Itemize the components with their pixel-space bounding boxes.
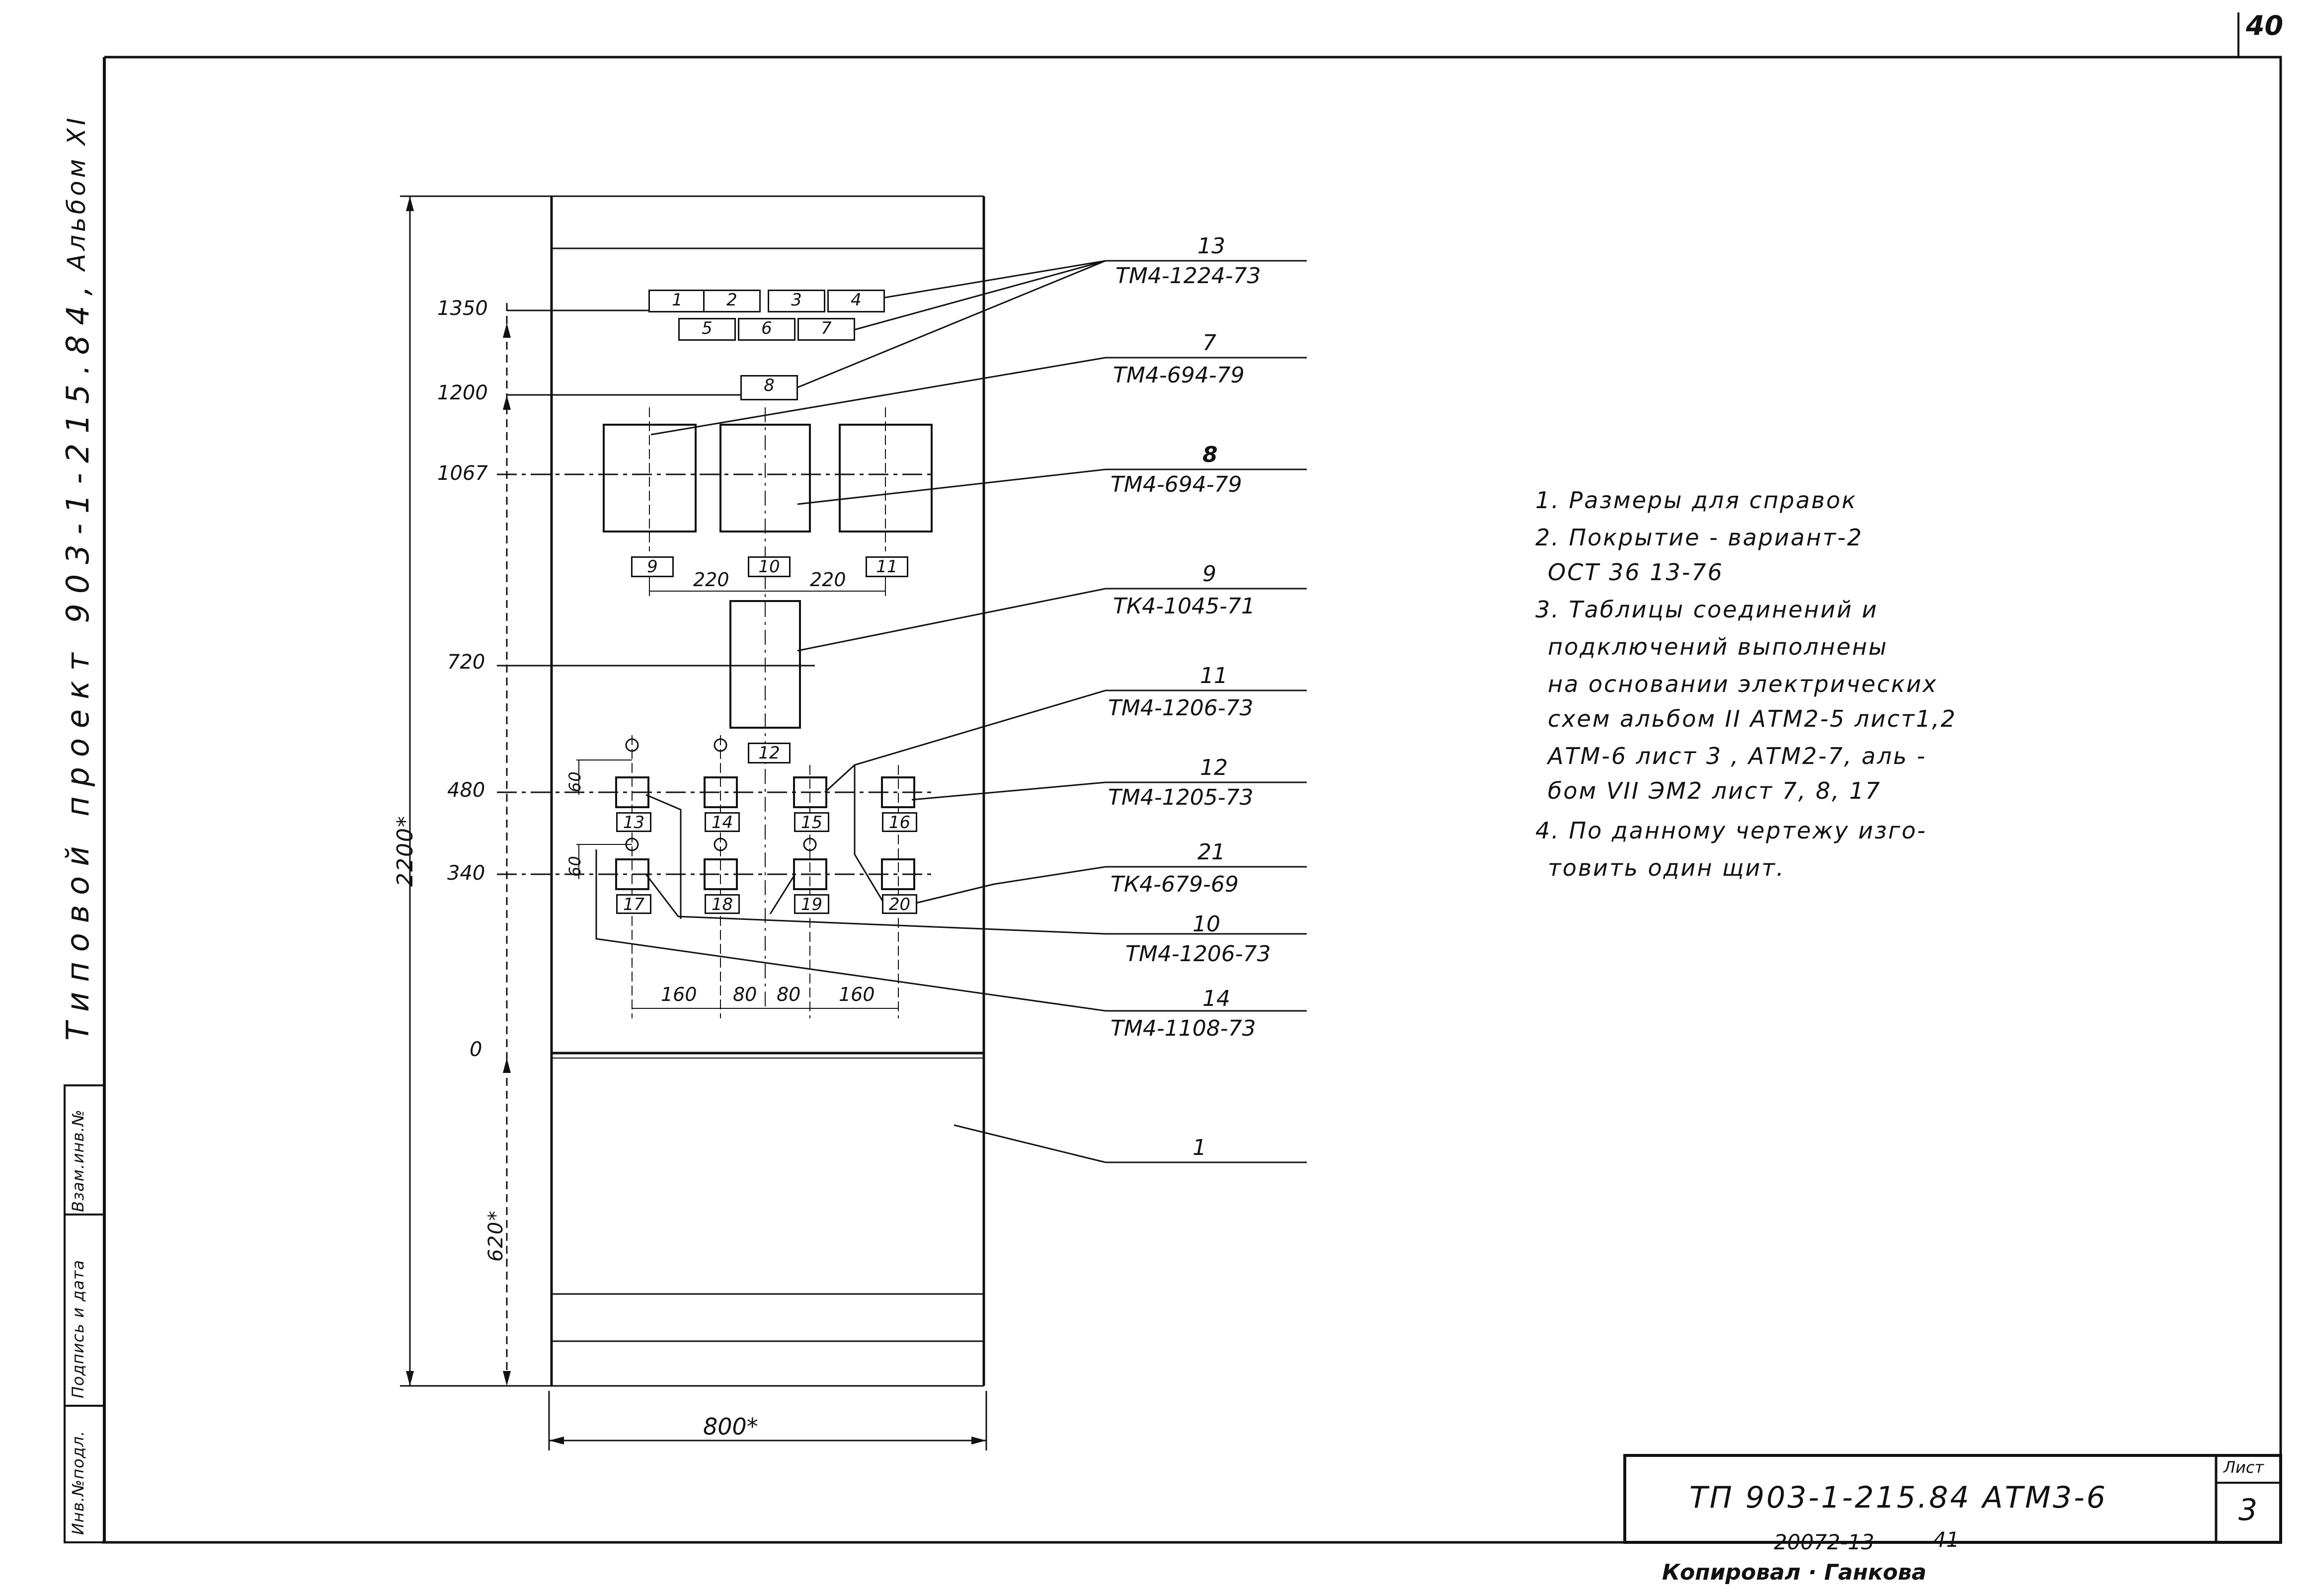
callout-code-10: ТМ4-1206-73 bbox=[1125, 941, 1271, 967]
height-720: 720 bbox=[447, 651, 485, 674]
album-label: Альбом XI bbox=[62, 115, 91, 271]
height-0: 0 bbox=[470, 1038, 482, 1061]
height-480: 480 bbox=[447, 779, 485, 802]
tag-19: 19 bbox=[794, 894, 829, 914]
document-code: ТП 903-1-215.84 АТМ3-6 bbox=[1689, 1480, 2108, 1515]
tag-5: 5 bbox=[678, 318, 736, 341]
callout-code-9: ТК4-1045-71 bbox=[1113, 594, 1255, 619]
pitch-lower: 60 bbox=[565, 855, 584, 877]
order-number: 20072-13 bbox=[1774, 1530, 1875, 1554]
note-line-3: ОСТ 36 13-76 bbox=[1548, 559, 1724, 586]
bottom-height: 620* bbox=[484, 1210, 507, 1262]
callout-code-13: ТМ4-1224-73 bbox=[1115, 263, 1261, 289]
callout-code-21: ТК4-679-69 bbox=[1111, 872, 1239, 897]
callout-code-8: ТМ4-694-79 bbox=[1111, 472, 1242, 497]
overall-height: 2200* bbox=[393, 815, 418, 887]
callout-item-12: 12 bbox=[1200, 755, 1228, 780]
note-line-5: подключений выполнены bbox=[1548, 633, 1888, 660]
tag-17: 17 bbox=[616, 894, 651, 914]
height-1350: 1350 bbox=[437, 297, 488, 320]
callout-code-14: ТМ4-1108-73 bbox=[1111, 1016, 1256, 1041]
tag-7: 7 bbox=[797, 318, 855, 341]
tag-12: 12 bbox=[748, 743, 791, 763]
spacing-160-left: 160 bbox=[661, 984, 697, 1005]
title-block bbox=[1623, 1454, 2282, 1544]
callout-item-14: 14 bbox=[1202, 986, 1230, 1011]
sheet-label: Лист bbox=[2224, 1458, 2264, 1477]
stamp-label-inv: Инв.№подл. bbox=[69, 1430, 87, 1535]
tag-4: 4 bbox=[827, 290, 885, 312]
tag-18: 18 bbox=[705, 894, 740, 914]
tag-9: 9 bbox=[631, 556, 674, 577]
spacing-220-right: 220 bbox=[810, 569, 846, 591]
spacing-80-left: 80 bbox=[733, 984, 757, 1005]
spacing-80-right: 80 bbox=[777, 984, 801, 1005]
left-stamp-box bbox=[64, 1084, 105, 1543]
callout-item-21: 21 bbox=[1197, 839, 1225, 865]
tag-6: 6 bbox=[738, 318, 795, 341]
note-line-7: схем альбом II АТМ2-5 лист1,2 bbox=[1548, 705, 1957, 732]
stamp-label-sign: Подпись и дата bbox=[69, 1259, 87, 1398]
tag-3: 3 bbox=[768, 290, 825, 312]
tag-10: 10 bbox=[748, 556, 791, 577]
note-line-10: 4. По данному чертежу изго- bbox=[1535, 817, 1927, 844]
tag-13: 13 bbox=[616, 812, 651, 832]
tag-1: 1 bbox=[648, 290, 706, 312]
spacing-160-right: 160 bbox=[839, 984, 875, 1005]
sheet-frame bbox=[102, 56, 2282, 1544]
note-line-4: 3. Таблицы соединений и bbox=[1535, 596, 1878, 623]
height-1067: 1067 bbox=[437, 462, 488, 485]
callout-item-11: 11 bbox=[1200, 663, 1228, 688]
note-line-6: на основании электрических bbox=[1548, 671, 1938, 697]
note-line-1: 1. Размеры для справок bbox=[1535, 487, 1857, 514]
callout-code-12: ТМ4-1205-73 bbox=[1108, 785, 1254, 810]
pitch-upper: 60 bbox=[565, 771, 584, 792]
note-line-8: АТМ-6 лист 3 , АТМ2-7, аль - bbox=[1548, 743, 1927, 769]
callout-item-7: 7 bbox=[1202, 330, 1216, 356]
height-1200: 1200 bbox=[437, 381, 488, 404]
tag-16: 16 bbox=[882, 812, 917, 832]
stamp-label-replace: Взам.инв.№ bbox=[69, 1109, 87, 1212]
tag-15: 15 bbox=[794, 812, 829, 832]
height-340: 340 bbox=[447, 862, 485, 885]
spacing-220-left: 220 bbox=[693, 569, 729, 591]
note-line-9: бом VII ЭМ2 лист 7, 8, 17 bbox=[1548, 777, 1882, 804]
page-reference: 41 bbox=[1933, 1527, 1960, 1552]
tag-8: 8 bbox=[740, 375, 798, 400]
note-line-11: товить один щит. bbox=[1548, 854, 1785, 881]
tag-2: 2 bbox=[703, 290, 761, 312]
callout-item-9: 9 bbox=[1202, 561, 1216, 587]
project-label: Типовой проект 903-1-215.84, bbox=[60, 276, 96, 1041]
callout-item-10: 10 bbox=[1193, 912, 1220, 937]
callout-item-1: 1 bbox=[1193, 1135, 1206, 1160]
copied-by: Копировал · Ганкова bbox=[1662, 1560, 1927, 1585]
overall-width: 800* bbox=[703, 1413, 758, 1440]
callout-item-13: 13 bbox=[1197, 233, 1225, 259]
tag-14: 14 bbox=[705, 812, 740, 832]
note-line-2: 2. Покрытие - вариант-2 bbox=[1535, 524, 1863, 551]
tag-20: 20 bbox=[882, 894, 917, 914]
tag-11: 11 bbox=[866, 556, 908, 577]
sheet-number: 3 bbox=[2238, 1493, 2258, 1527]
corner-number: 40 bbox=[2246, 10, 2284, 41]
callout-code-11: ТМ4-1206-73 bbox=[1108, 695, 1254, 721]
callout-item-8: 8 bbox=[1202, 442, 1218, 467]
callout-code-7: ТМ4-694-79 bbox=[1113, 363, 1245, 388]
